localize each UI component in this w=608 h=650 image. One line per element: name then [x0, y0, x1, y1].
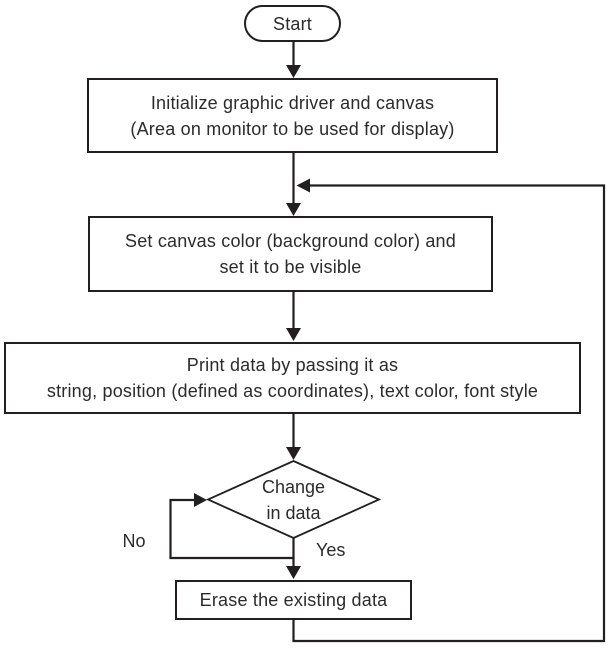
arrowhead-init-to-canvas	[286, 203, 301, 216]
no-loop-line	[169, 498, 294, 560]
init-node-line2: (Area on monitor to be used for display)	[130, 118, 455, 139]
set-canvas-node-line1: Set canvas color (background color) and	[125, 231, 456, 251]
arrowhead-decision-to-erase	[286, 566, 301, 579]
arrowhead-canvas-to-print	[286, 328, 301, 341]
set-canvas-node-line2: set it to be visible	[219, 257, 362, 277]
yes-branch-label: Yes	[316, 540, 346, 560]
init-node-line1: Initialize graphic driver and canvas	[150, 92, 435, 113]
arrowhead-print-to-decision	[286, 447, 301, 460]
init-node: Initialize graphic driver and canvas (Ar…	[87, 78, 498, 153]
set-canvas-node: Set canvas color (background color) and …	[88, 216, 493, 292]
feedback-loop-line	[292, 184, 606, 643]
decision-node-line2: in data	[266, 503, 321, 523]
print-data-node-line1: Print data by passing it as	[186, 355, 399, 375]
arrowhead-no-loop	[194, 493, 207, 507]
decision-shape	[205, 460, 382, 539]
start-node: Start	[244, 5, 341, 42]
decision-node-line1: Change	[261, 477, 326, 497]
print-data-node: Print data by passing it as string, posi…	[4, 342, 581, 414]
erase-node-label: Erase the existing data	[199, 590, 388, 610]
print-data-node-line2: string, position (defined as coordinates…	[46, 381, 539, 401]
start-node-label: Start	[272, 13, 312, 34]
no-branch-label: No	[122, 531, 146, 551]
erase-node: Erase the existing data	[175, 580, 412, 620]
arrowhead-start-to-init	[286, 65, 301, 78]
decision-node: Change in data	[231, 471, 356, 529]
arrowhead-feedback	[296, 178, 310, 193]
